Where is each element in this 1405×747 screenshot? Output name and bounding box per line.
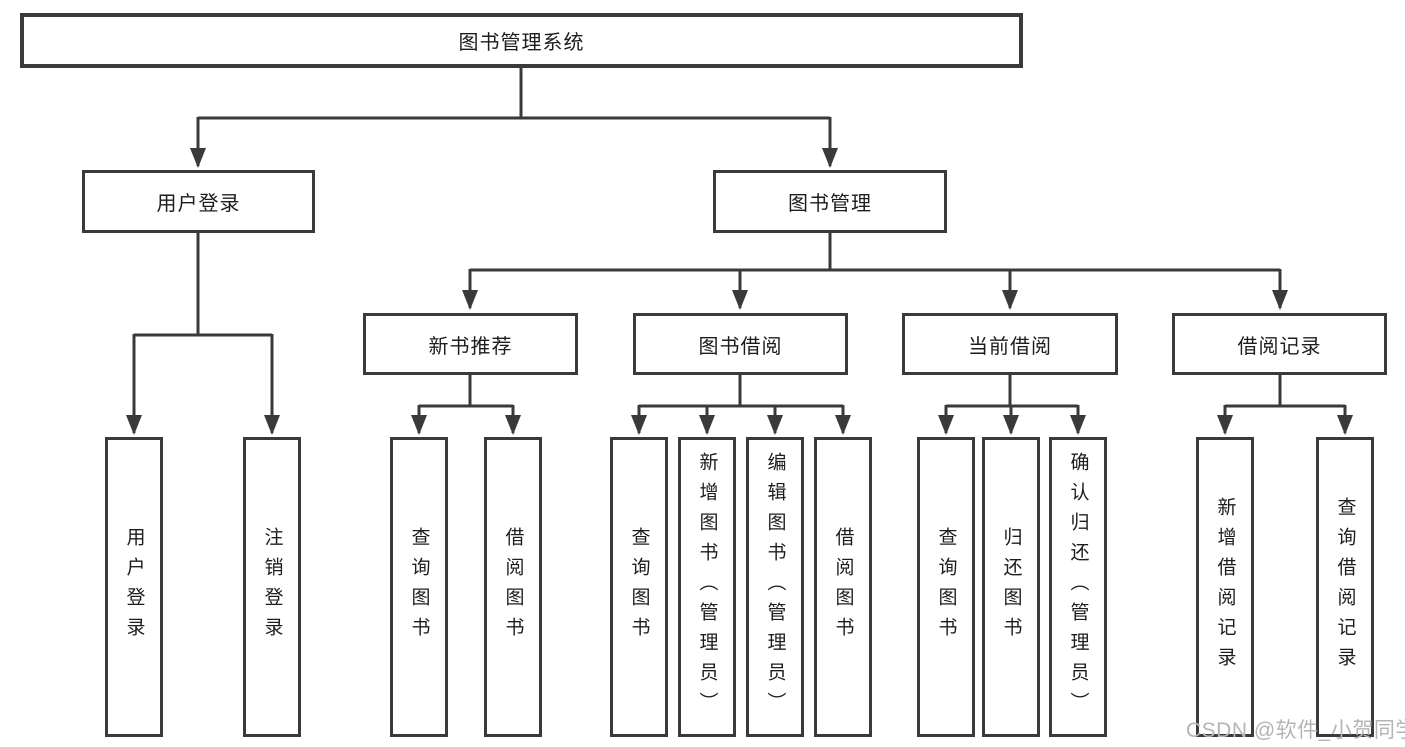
leaf-label: 查询图书 [935,527,957,647]
connector-book-management-to-level3 [470,233,1280,272]
leaf-label: 编辑图书（管理员） [764,452,786,722]
leaf-query-books-recommend: 查询图书 [390,437,448,737]
leaf-label: 借阅图书 [832,527,854,647]
node-root: 图书管理系统 [20,13,1023,68]
leaf-label: 查询图书 [408,527,430,647]
leaf-query-books-current: 查询图书 [917,437,975,737]
node-book-management: 图书管理 [713,170,947,233]
leaf-edit-books-admin: 编辑图书（管理员） [746,437,804,737]
leaf-label: 查询借阅记录 [1334,497,1356,677]
leaf-query-books-borrow: 查询图书 [610,437,668,737]
connector-new-book-recommend-group [419,375,513,408]
csdn-watermark: CSDN @软件_小贺同学 [1186,719,1405,742]
node-user-login: 用户登录 [82,170,315,233]
leaf-label: 确认归还（管理员） [1067,452,1089,722]
node-borrow-records: 借阅记录 [1172,313,1387,375]
leaf-borrow-books: 借阅图书 [814,437,872,737]
leaf-label: 归还图书 [1000,527,1022,647]
leaf-add-books-admin: 新增图书（管理员） [678,437,736,737]
connector-current-borrow-group [946,375,1078,408]
connector-book-borrow-group [639,375,843,408]
node-book-borrow: 图书借阅 [633,313,848,375]
leaf-borrow-books-recommend: 借阅图书 [484,437,542,737]
leaf-add-borrow-record: 新增借阅记录 [1196,437,1254,737]
leaf-label: 借阅图书 [502,527,524,647]
node-new-book-recommend: 新书推荐 [363,313,578,375]
connector-user-login-group [134,233,272,337]
connector-borrow-records-group [1225,375,1345,408]
node-current-borrow: 当前借阅 [902,313,1118,375]
leaf-logout: 注销登录 [243,437,301,737]
leaf-label: 注销登录 [261,527,283,647]
leaf-user-login: 用户登录 [105,437,163,737]
leaf-label: 用户登录 [123,527,145,647]
leaf-query-borrow-record: 查询借阅记录 [1316,437,1374,737]
leaf-label: 新增借阅记录 [1214,497,1236,677]
leaf-confirm-return-admin: 确认归还（管理员） [1049,437,1107,737]
leaf-label: 新增图书（管理员） [696,452,718,722]
leaf-return-books: 归还图书 [982,437,1040,737]
connector-root-to-level2 [198,68,830,120]
leaf-label: 查询图书 [628,527,650,647]
